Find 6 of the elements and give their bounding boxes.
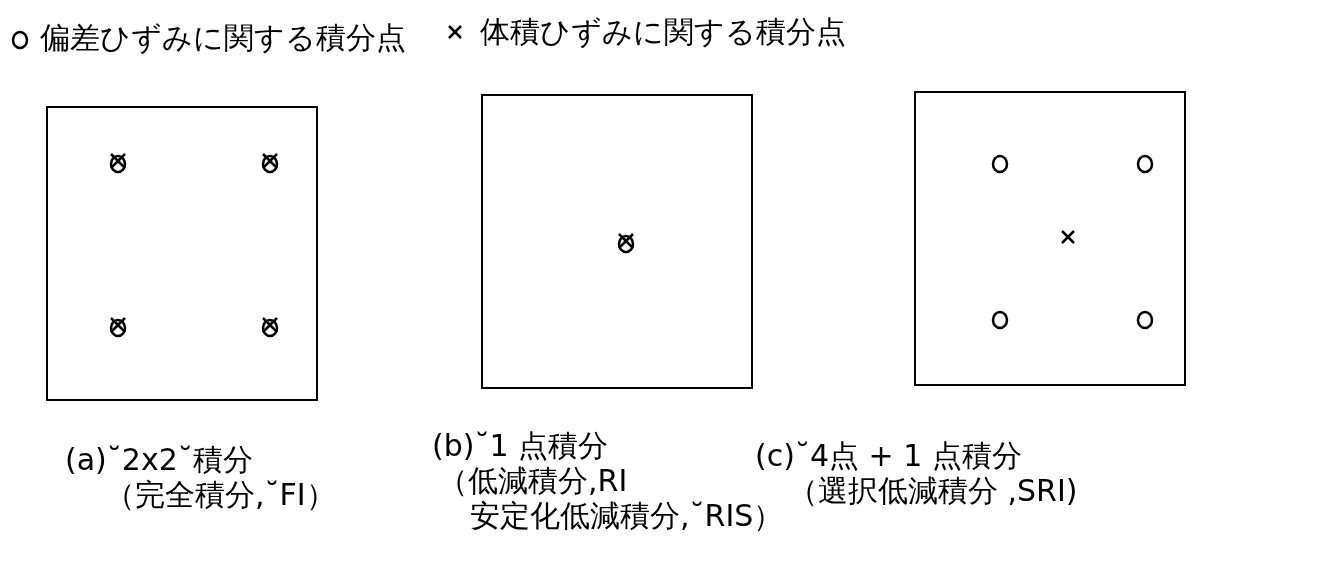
caption-text: （選択低減積分 ,SRI): [788, 473, 1078, 508]
caption-text: (b)˘1 点積分: [432, 428, 609, 463]
caption-text: （完全積分,˘FI）: [105, 477, 336, 512]
legend-text: 偏差ひずみに関する積分点: [40, 20, 406, 56]
caption-text: (a)˘2x2˘積分: [65, 442, 253, 477]
legend-text: 体積ひずみに関する積分点: [480, 14, 846, 50]
